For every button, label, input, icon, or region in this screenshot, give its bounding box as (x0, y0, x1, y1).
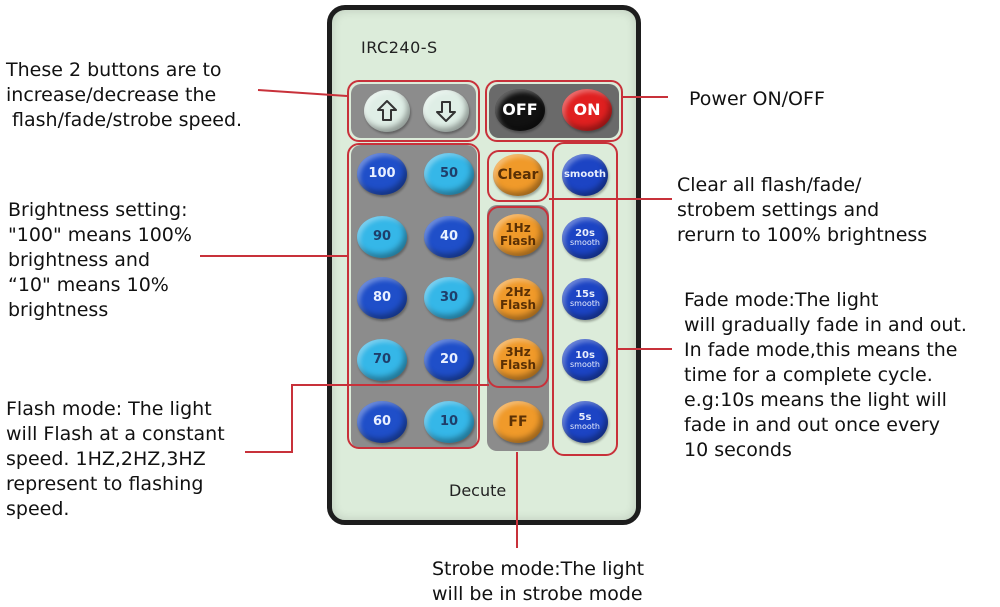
fade-15s-time: 15s (575, 288, 595, 300)
flash-1hz-rate: 1Hz (505, 221, 531, 236)
down-arrow-icon (436, 101, 456, 122)
flash-1hz-button[interactable]: 1Hz Flash (493, 214, 543, 256)
flash-1hz-label: Flash (499, 234, 537, 248)
strobe-ff-button[interactable]: FF (493, 401, 543, 443)
up-arrow-icon (377, 100, 397, 121)
brightness-70-button[interactable]: 70 (357, 339, 407, 381)
fade-5s-button[interactable]: 5s smooth (562, 401, 608, 443)
fade-note: Fade mode:The light will gradually fade … (684, 289, 967, 461)
power-note: Power ON/OFF (689, 88, 825, 110)
brightness-20-button[interactable]: 20 (424, 339, 474, 381)
flash-3hz-label: Flash (499, 358, 537, 372)
speed-callout-box (347, 80, 480, 142)
speed-down-button[interactable] (423, 90, 469, 132)
flash-callout-line (245, 384, 489, 453)
brightness-10-button[interactable]: 10 (424, 401, 474, 443)
fade-20s-time: 20s (575, 227, 595, 239)
brand-label: Decute (449, 481, 507, 500)
brightness-40-button[interactable]: 40 (424, 216, 474, 258)
brightness-30-button[interactable]: 30 (424, 277, 474, 319)
fade-5s-label: smooth (570, 422, 600, 432)
flash-2hz-rate: 2Hz (505, 285, 531, 300)
clear-callout-box (487, 150, 549, 202)
brightness-note: Brightness setting: "100" means 100% bri… (8, 199, 192, 321)
fade-15s-button[interactable]: 15s smooth (562, 278, 608, 320)
speed-note: These 2 buttons are to increase/decrease… (6, 59, 243, 131)
flash-note: Flash mode: The light will Flash at a co… (6, 398, 225, 520)
fade-15s-label: smooth (570, 299, 600, 309)
fade-5s-time: 5s (578, 411, 592, 423)
speed-callout-line (257, 89, 348, 97)
strobe-note: Strobe mode:The light will be in strobe … (432, 558, 645, 605)
flash-2hz-label: Flash (499, 298, 537, 312)
fade-callout-box (552, 142, 618, 456)
speed-up-button[interactable] (364, 90, 410, 132)
brightness-80-button[interactable]: 80 (357, 277, 407, 319)
fade-10s-label: smooth (570, 360, 600, 370)
brightness-90-button[interactable]: 90 (357, 216, 407, 258)
fade-smooth-button[interactable]: smooth (562, 154, 608, 196)
flash-3hz-rate: 3Hz (505, 345, 531, 360)
model-label: IRC240-S (361, 38, 438, 57)
fade-20s-label: smooth (570, 238, 600, 248)
brightness-60-button[interactable]: 60 (357, 401, 407, 443)
brightness-callout-box (347, 143, 480, 449)
flash-2hz-button[interactable]: 2Hz Flash (493, 278, 543, 320)
off-button[interactable]: OFF (495, 89, 545, 131)
brightness-100-button[interactable]: 100 (357, 153, 407, 195)
fade-20s-button[interactable]: 20s smooth (562, 217, 608, 259)
clear-note: Clear all flash/fade/ strobem settings a… (677, 174, 928, 246)
brightness-50-button[interactable]: 50 (424, 153, 474, 195)
clear-button[interactable]: Clear (493, 154, 543, 196)
flash-callout-box (487, 206, 549, 388)
on-button[interactable]: ON (562, 89, 612, 131)
fade-smooth-label: smooth (563, 168, 606, 180)
power-callout-box (485, 80, 623, 142)
fade-10s-time: 10s (575, 349, 595, 361)
fade-10s-button[interactable]: 10s smooth (562, 339, 608, 381)
flash-3hz-button[interactable]: 3Hz Flash (493, 338, 543, 380)
